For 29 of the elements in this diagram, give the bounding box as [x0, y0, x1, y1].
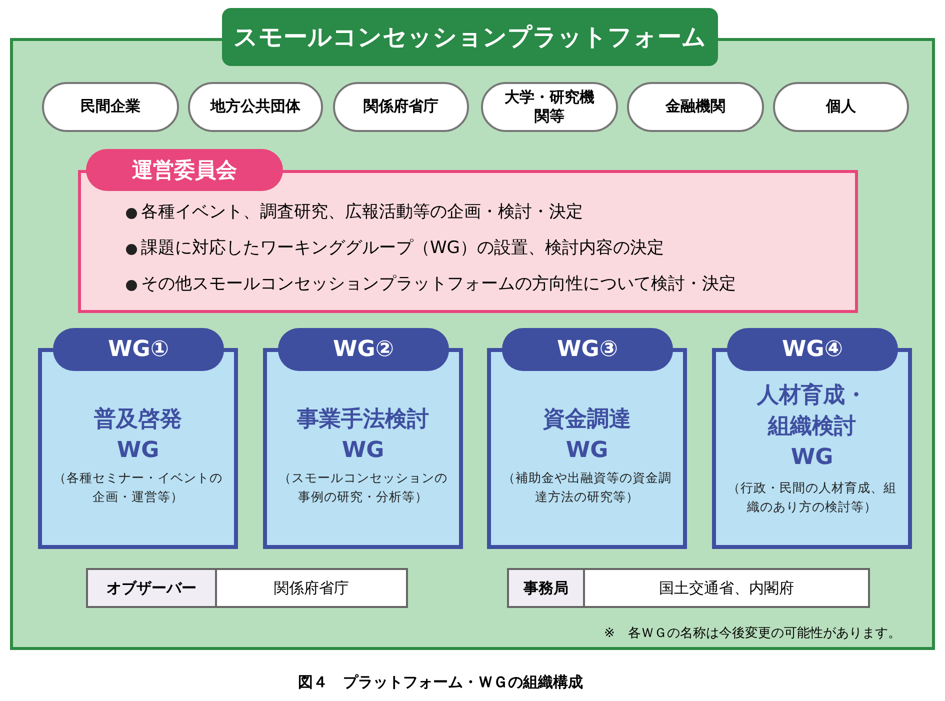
member-pill: 地方公共団体 [188, 82, 323, 132]
working-group-name: 事業手法検討WG [296, 406, 430, 465]
figure-caption: 図４ プラットフォーム・ＷＧの組織構成 [298, 673, 583, 692]
bullet-text: その他スモールコンセッションプラットフォームの方向性について検討・決定 [141, 273, 736, 295]
member-pill: 個人 [773, 82, 909, 132]
bullet-text: 各種イベント、調査研究、広報活動等の企画・検討・決定 [141, 201, 583, 223]
working-group-tab: WG③ [502, 328, 673, 371]
committee-title-tab: 運営委員会 [86, 149, 283, 191]
table-value: 関係府省庁 [215, 568, 408, 608]
working-group-tab: WG① [53, 328, 224, 371]
working-group-name: 人材育成・組織検討WG [756, 382, 868, 472]
footnote: ※ 各ＷＧの名称は今後変更の可能性があります。 [604, 625, 901, 642]
platform-title-tab: スモールコンセッションプラットフォーム [222, 8, 718, 66]
bullet-text: 課題に対応したワーキンググループ（WG）の設置、検討内容の決定 [141, 237, 664, 259]
member-pill: 関係府省庁 [333, 82, 469, 132]
table-header: 事務局 [507, 568, 585, 608]
working-group-description: （各種セミナー・イベントの企画・運営等） [52, 469, 224, 506]
table-header: オブザーバー [86, 568, 217, 608]
working-group-description: （補助金や出融資等の資金調達方法の研究等） [502, 469, 672, 506]
working-group-name: 普及啓発WG [92, 406, 183, 465]
working-group-description: （スモールコンセッションの事例の研究・分析等） [278, 469, 448, 506]
member-pill: 民間企業 [42, 82, 179, 132]
working-group-name: 資金調達WG [542, 406, 632, 465]
table-value: 国土交通省、内閣府 [583, 568, 870, 608]
working-group-description: （行政・民間の人材育成、組織のあり方の検討等） [726, 479, 898, 516]
member-pill: 大学・研究機関等 [481, 82, 618, 132]
working-group-tab: WG④ [727, 328, 898, 371]
member-pill: 金融機関 [627, 82, 764, 132]
working-group-tab: WG② [278, 328, 449, 371]
